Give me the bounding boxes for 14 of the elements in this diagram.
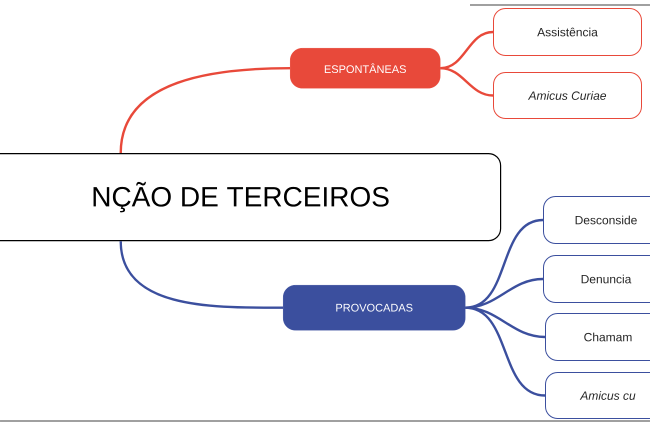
topic-box: NÇÃO DE TERCEIROS (0, 153, 502, 242)
branch-line (440, 67, 494, 97)
branch-box: ESPONTÂNEAS (290, 48, 440, 88)
branch-line (440, 30, 494, 70)
branch-line (465, 306, 546, 397)
leaf-box: Amicus Curiae (493, 72, 642, 119)
leaf-box: Denuncia (543, 255, 650, 303)
branch-line (120, 67, 290, 154)
leaf-box: Assistência (493, 8, 642, 56)
branch-box: PROVOCADAS (283, 285, 466, 330)
leaf-box: Chamam (545, 313, 650, 361)
leaf-box: Desconside (543, 196, 650, 244)
leaf-box: Amicus cu (545, 372, 650, 419)
branch-line (120, 241, 283, 309)
